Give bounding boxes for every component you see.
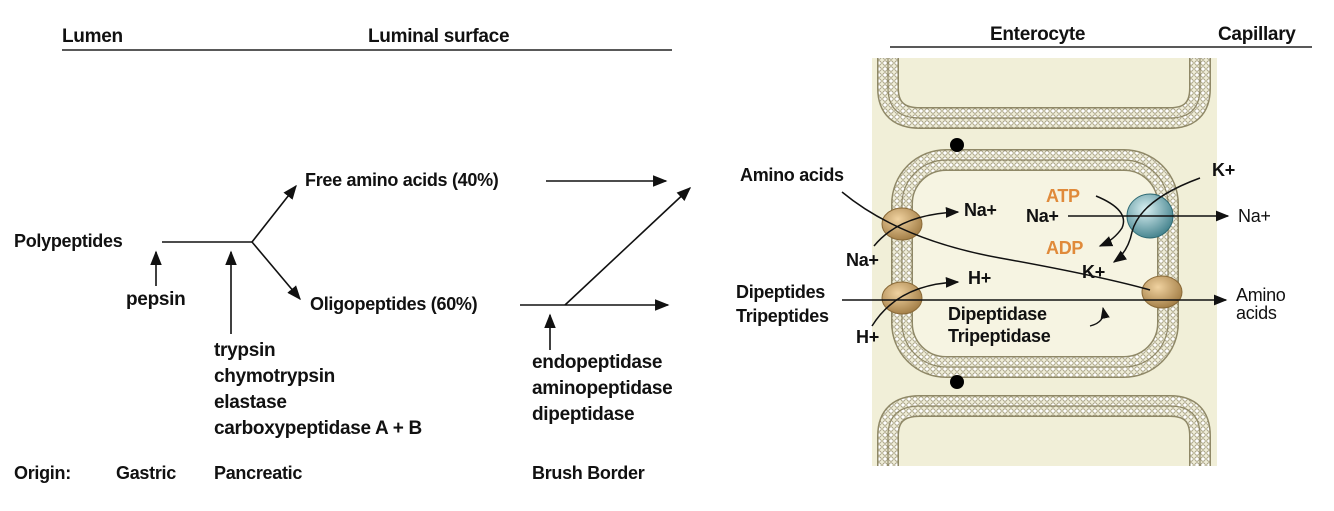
na-entry-arrow [873,207,960,247]
dipeptides-label: Dipeptides [736,282,826,302]
na-cell-label: Na+ [964,200,997,220]
branch-down-arrow [251,241,301,301]
header-lumen: Lumen [62,26,123,47]
header-luminal-surface: Luminal surface [368,26,510,47]
enzyme-aminopeptidase: aminopeptidase [532,378,673,399]
origin-pancreatic: Pancreatic [214,463,303,483]
na-lumen-label: Na+ [846,250,879,270]
amino-acids-label: Amino acids [740,165,844,185]
pepsin-label: pepsin [126,289,186,310]
branch-up-arrow [251,184,297,243]
k-cell-label: K+ [1082,262,1105,282]
basolateral-aa-transporter [1141,275,1183,309]
tripeptidase-label: Tripeptidase [948,326,1051,346]
atp-adp-arrow [1095,195,1125,247]
amino-acid-path [841,191,1151,291]
header-enterocyte: Enterocyte [990,24,1086,45]
enzyme-carboxypeptidase: carboxypeptidase A + B [214,418,422,439]
dipeptidase-label: Dipeptidase [948,304,1047,324]
h-lumen-label: H+ [856,327,879,347]
amino-acids-out-label: Amino acids [1236,286,1286,322]
na-capillary-label: Na+ [1238,206,1271,226]
oligopeptides-label: Oligopeptides (60%) [310,294,478,314]
na-pump-label: Na+ [1026,206,1059,226]
enzyme-trypsin: trypsin [214,340,276,361]
polypeptides-label: Polypeptides [14,231,123,251]
peptidase-label: Dipeptidase Tripeptidase [948,303,1051,347]
tight-junction-top [950,138,964,152]
header-capillary: Capillary [1218,24,1296,45]
acids-out-label: acids [1236,303,1277,323]
k-entry-arrow [1112,177,1201,263]
free-amino-acids-label: Free amino acids (40%) [305,170,499,190]
peptidase-arrow [1089,306,1110,327]
h-entry-arrow [871,277,960,327]
enzyme-endopeptidase: endopeptidase [532,352,663,373]
enzyme-chymotrypsin: chymotrypsin [214,366,335,387]
origin-gastric: Gastric [116,463,176,483]
pancreatic-enzyme-list: trypsin chymotrypsin elastase carboxypep… [214,338,422,442]
enzyme-dipeptidase: dipeptidase [532,404,635,425]
top-cell-membrane [877,58,1211,129]
enzyme-elastase: elastase [214,392,287,413]
k-capillary-label: K+ [1212,160,1235,180]
h-peptide-cotransporter [881,281,923,315]
tight-junction-bottom [950,375,964,389]
atp-label: ATP [1046,186,1080,206]
amino-out-label: Amino [1236,285,1286,305]
brush-border-enzyme-list: endopeptidase aminopeptidase dipeptidase [532,350,700,428]
tripeptides-label: Tripeptides [736,306,829,326]
adp-label: ADP [1046,238,1084,258]
origin-brush-border: Brush Border [532,463,645,483]
oligo-up-arrow [564,187,692,306]
h-cell-label: H+ [968,268,991,288]
origin-label: Origin: [14,463,71,483]
bottom-cell-membrane [877,395,1211,466]
peptides-label: Dipeptides Tripeptides [736,280,829,328]
